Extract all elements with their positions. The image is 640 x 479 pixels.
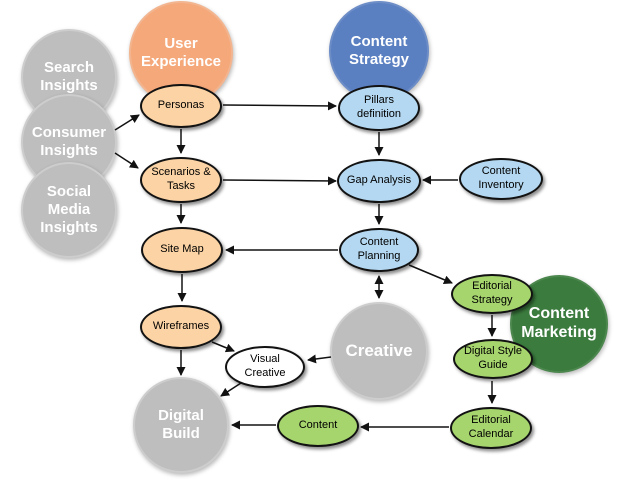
node-label-content-inventory: Content Inventory [478, 165, 524, 191]
node-label-pillars-definition: Pillars definition [356, 94, 402, 120]
node-label-digital-build: Digital Build [158, 407, 204, 442]
node-label-content-marketing: Content Marketing [521, 305, 597, 341]
node-user-experience: User Experience [129, 1, 233, 105]
node-creative: Creative [330, 302, 428, 400]
node-personas: Personas [140, 84, 222, 128]
node-social-media-insights: Social Media Insights [21, 162, 117, 258]
node-label-digital-style-guide: Digital Style Guide [463, 345, 523, 371]
node-content-strategy: Content Strategy [329, 1, 429, 101]
node-label-social-media-insights: Social Media Insights [40, 183, 98, 236]
node-digital-build: Digital Build [133, 377, 229, 473]
node-label-consumer-insights: Consumer Insights [31, 124, 107, 159]
node-label-content: Content [298, 419, 338, 432]
arrow-consumer-insights-to-personas [114, 114, 140, 131]
node-wireframes: Wireframes [140, 305, 222, 349]
node-pillars-definition: Pillars definition [338, 85, 420, 131]
node-label-personas: Personas [157, 99, 205, 112]
arrow-visual-creative-to-digital-build [220, 382, 242, 397]
node-editorial-strategy: Editorial Strategy [451, 274, 533, 314]
node-label-search-insights: Search Insights [40, 59, 98, 94]
arrow-content-planning-to-editorial-strategy [408, 264, 453, 285]
node-visual-creative: Visual Creative [225, 346, 305, 388]
node-label-content-strategy: Content Strategy [348, 33, 410, 68]
node-site-map: Site Map [141, 227, 223, 273]
node-label-wireframes: Wireframes [152, 320, 210, 333]
node-content-inventory: Content Inventory [459, 158, 543, 200]
node-label-scenarios-tasks: Scenarios & Tasks [151, 166, 211, 192]
arrow-creative-to-visual-creative [307, 354, 332, 364]
node-label-gap-analysis: Gap Analysis [346, 174, 412, 187]
arrow-scenarios-tasks-to-gap-analysis [222, 176, 337, 186]
node-label-creative: Creative [345, 340, 413, 360]
node-label-user-experience: User Experience [140, 35, 222, 70]
node-gap-analysis: Gap Analysis [337, 159, 421, 203]
node-content: Content [277, 405, 359, 447]
node-digital-style-guide: Digital Style Guide [453, 339, 533, 379]
arrow-consumer-insights-to-scenarios-tasks [114, 152, 139, 169]
node-label-editorial-strategy: Editorial Strategy [471, 280, 513, 306]
node-scenarios-tasks: Scenarios & Tasks [140, 157, 222, 203]
node-label-content-planning: Content Planning [357, 236, 401, 262]
node-content-planning: Content Planning [339, 228, 419, 272]
node-label-visual-creative: Visual Creative [244, 353, 286, 379]
node-label-site-map: Site Map [160, 243, 204, 256]
arrow-personas-to-pillars-definition [222, 101, 337, 111]
arrow-wireframes-to-visual-creative [211, 341, 235, 353]
node-label-editorial-calendar: Editorial Calendar [468, 414, 514, 440]
node-editorial-calendar: Editorial Calendar [450, 407, 532, 449]
